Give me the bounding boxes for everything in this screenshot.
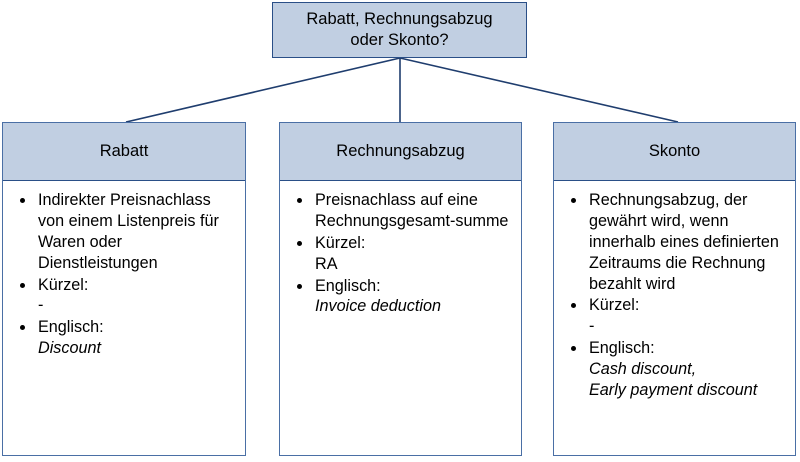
category-title-skonto: Skonto [648, 142, 701, 160]
list-item: Englisch: Invoice deduction [286, 276, 515, 318]
bullet-list-rechnungsabzug: Preisnachlass auf eine Rechnungsgesamt-s… [286, 190, 515, 317]
category-body-skonto: Rechnungsabzug, der gewährt wird, wenn i… [554, 181, 795, 455]
bullet-subtext: Discount [38, 339, 101, 358]
category-title-rechnungsabzug: Rechnungsabzug [336, 142, 465, 160]
bullet-text: Englisch: [315, 276, 381, 295]
root-question-box: Rabatt, Rechnungsabzug oder Skonto? [272, 2, 527, 58]
bullet-text: Kürzel: [315, 233, 366, 252]
bullet-text: Rechnungsabzug, der gewährt wird, wenn i… [589, 191, 779, 293]
category-header-rabatt: Rabatt [3, 123, 245, 181]
root-question-line2: oder Skonto? [350, 31, 449, 49]
connector-right [399, 57, 679, 123]
bullet-subtext: Invoice deduction [315, 297, 441, 316]
category-header-skonto: Skonto [554, 123, 795, 181]
bullet-text: Preisnachlass auf eine Rechnungsgesamt-s… [315, 191, 509, 230]
bullet-list-rabatt: Indirekter Preisnachlass von einem Liste… [9, 190, 239, 359]
category-title-rabatt: Rabatt [99, 142, 149, 160]
bullet-text: Kürzel: [38, 275, 89, 294]
bullet-text: Englisch: [589, 339, 655, 358]
bullet-subtext: - [589, 317, 595, 336]
list-item: Indirekter Preisnachlass von einem Liste… [9, 190, 239, 274]
category-body-rechnungsabzug: Preisnachlass auf eine Rechnungsgesamt-s… [280, 181, 521, 455]
category-box-skonto: Skonto Rechnungsabzug, der gewährt wird,… [553, 122, 796, 456]
bullet-list-skonto: Rechnungsabzug, der gewährt wird, wenn i… [560, 190, 789, 401]
list-item: Kürzel: RA [286, 233, 515, 275]
bullet-subtext: Cash discount, [589, 360, 697, 379]
category-body-rabatt: Indirekter Preisnachlass von einem Liste… [3, 181, 245, 455]
list-item: Englisch: Discount [9, 317, 239, 359]
bullet-subtext-2: Early payment discount [589, 381, 758, 400]
bullet-text: Kürzel: [589, 296, 640, 315]
category-header-rechnungsabzug: Rechnungsabzug [280, 123, 521, 181]
bullet-subtext: RA [315, 254, 338, 273]
root-question-line1: Rabatt, Rechnungsabzug [306, 9, 493, 28]
list-item: Rechnungsabzug, der gewährt wird, wenn i… [560, 190, 789, 294]
category-box-rabatt: Rabatt Indirekter Preisnachlass von eine… [2, 122, 246, 456]
list-item: Preisnachlass auf eine Rechnungsgesamt-s… [286, 190, 515, 232]
bullet-text: Indirekter Preisnachlass von einem Liste… [38, 191, 219, 272]
list-item: Kürzel: - [9, 275, 239, 317]
connector-left [125, 57, 401, 123]
list-item: Kürzel: - [560, 295, 789, 337]
bullet-text: Englisch: [38, 318, 104, 337]
root-question-label: Rabatt, Rechnungsabzug oder Skonto? [300, 9, 498, 51]
category-box-rechnungsabzug: Rechnungsabzug Preisnachlass auf eine Re… [279, 122, 522, 456]
bullet-subtext: - [38, 296, 44, 315]
list-item: Englisch: Cash discount, Early payment d… [560, 338, 789, 401]
